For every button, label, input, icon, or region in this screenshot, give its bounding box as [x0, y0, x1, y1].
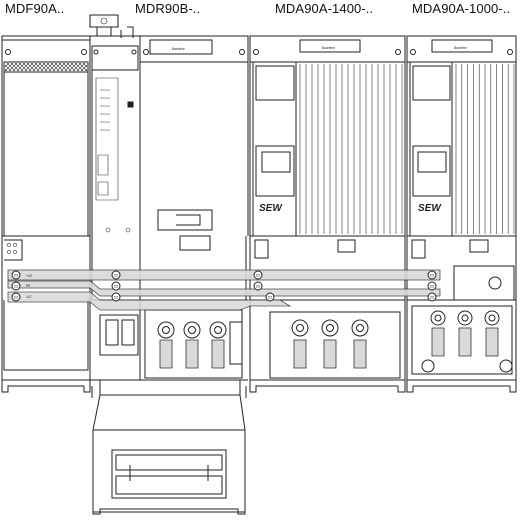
heatsink-fins-mda1400 — [299, 64, 403, 234]
bus-terminal-screw — [11, 281, 21, 291]
bus-terminal-label: 22 — [114, 294, 119, 299]
bus-mark-pe: PE — [26, 284, 30, 288]
svg-text:Baureihe: Baureihe — [172, 47, 185, 51]
label-mda90a-1400: MDA90A-1400-.. — [275, 1, 374, 16]
bus-terminal-label: 22 — [268, 294, 273, 299]
bus-terminal-screw — [427, 270, 437, 280]
bus-terminal-label: 22 — [14, 283, 19, 288]
bus-terminal-screw — [253, 270, 263, 280]
bus-terminal-screw — [427, 281, 437, 291]
bus-terminal-label: 22 — [430, 283, 435, 288]
bus-terminal-label: 22 — [430, 272, 435, 277]
module-mdf90a — [1, 35, 91, 393]
bus-terminal-screw — [11, 292, 21, 302]
bus-terminal-screw — [111, 292, 121, 302]
bus-terminal-label: 22 — [14, 294, 19, 299]
svg-text:Baureihe: Baureihe — [454, 46, 467, 50]
bus-mark-plus: +UZ — [26, 274, 32, 278]
bus-mark-minus: -UZ — [26, 295, 31, 299]
bus-terminal-label: 22 — [256, 283, 261, 288]
bus-terminal-screw — [111, 281, 121, 291]
bus-terminal-screw — [253, 281, 263, 291]
sew-logo-mda1400: SEW — [259, 203, 283, 214]
label-mdf90a: MDF90A.. — [5, 1, 65, 16]
module-mda90a-1400: Baureihe SEW — [249, 35, 406, 393]
heatsink-fins-mda1000 — [455, 64, 515, 234]
label-mdr90b: MDR90B-.. — [135, 1, 201, 16]
bus-terminal-screw — [427, 292, 437, 302]
bus-terminal-screw — [111, 270, 121, 280]
bus-terminal-label: 22 — [114, 272, 119, 277]
module-mdr90b: Baureihe — [89, 14, 249, 515]
module-mda90a-1000: Baureihe SEW — [406, 35, 517, 393]
bus-terminal-label: 22 — [256, 272, 261, 277]
bus-terminal-screw — [11, 270, 21, 280]
bus-terminal-screw — [265, 292, 275, 302]
bus-terminal-label: 22 — [114, 283, 119, 288]
bus-terminal-label: 22 — [430, 294, 435, 299]
svg-text:Baureihe: Baureihe — [322, 46, 335, 50]
dc-link-bus-bars: 22 22 22 22 22 22 22 22 22 22 22 22 +UZ PE -UZ — [7, 269, 441, 311]
bus-terminal-label: 22 — [14, 272, 19, 277]
label-mda90a-1000: MDA90A-1000-.. — [412, 1, 511, 16]
brake-resistor-housing — [92, 380, 246, 515]
sew-logo-mda1000: SEW — [418, 203, 442, 214]
